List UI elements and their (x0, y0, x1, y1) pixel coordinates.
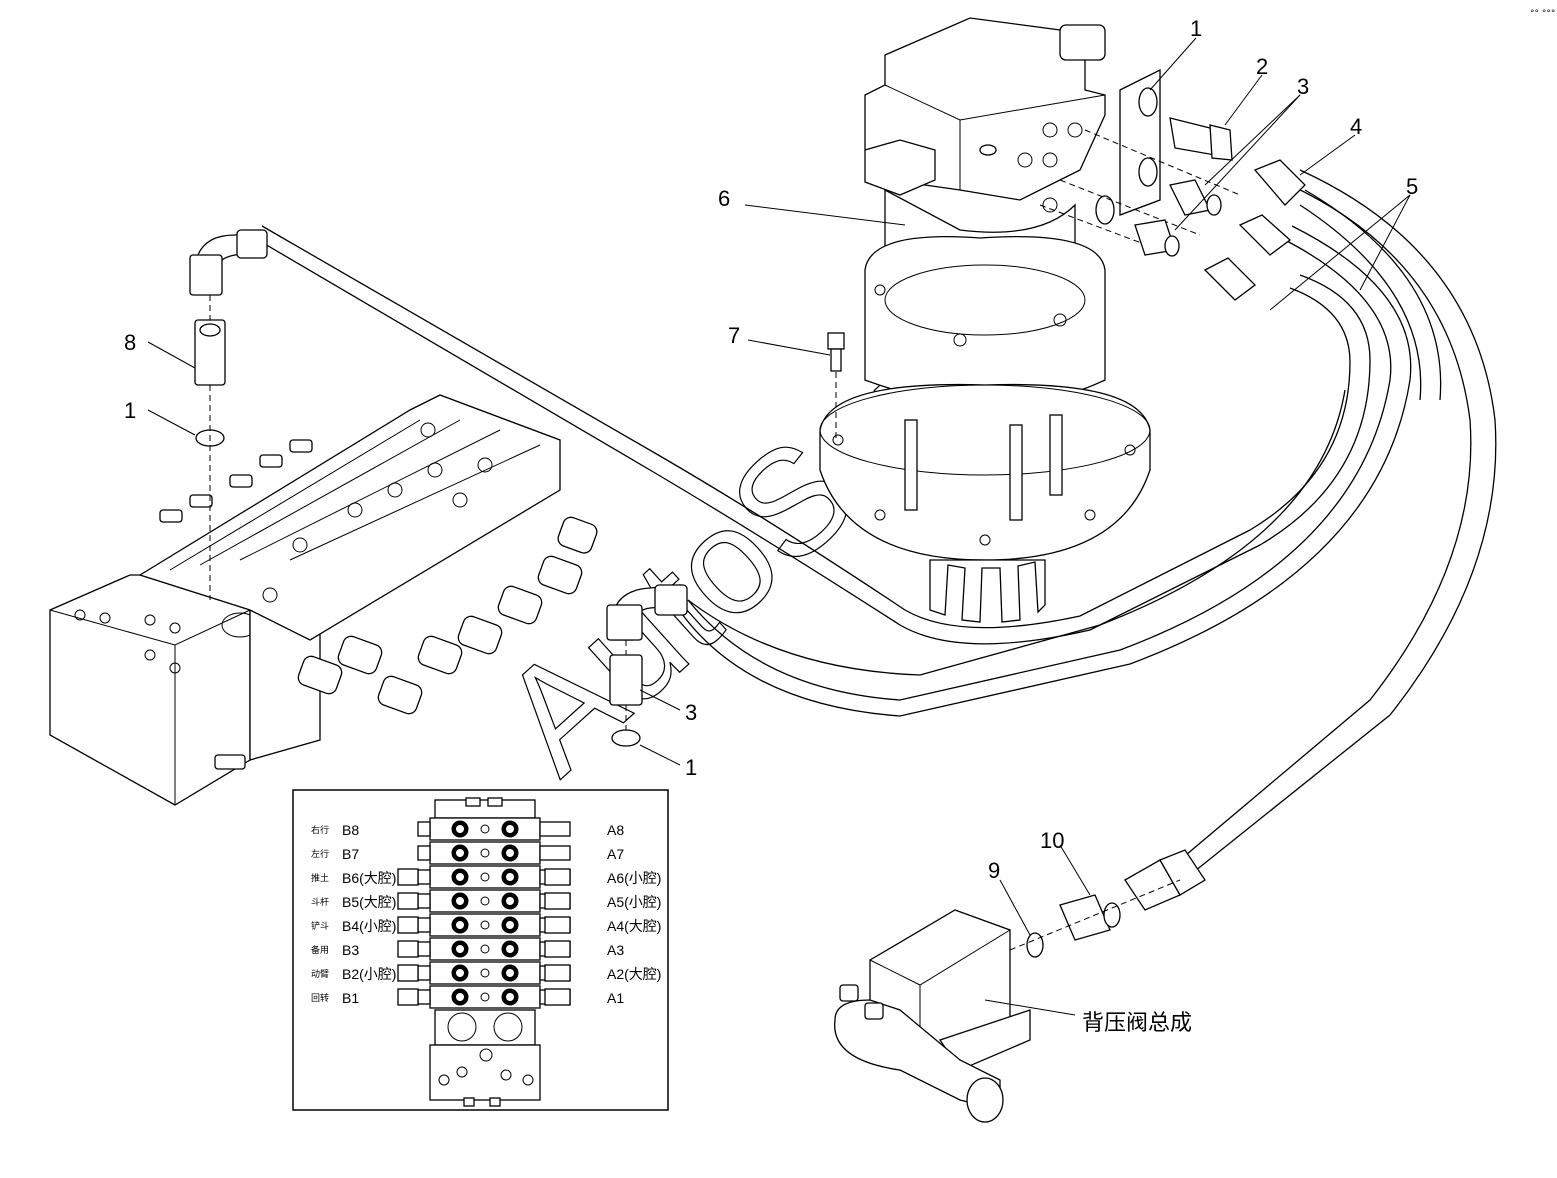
inset-cn-8: 右行 (311, 824, 329, 836)
back-pressure-valve (834, 849, 1206, 1123)
inset-valve-section (397, 937, 571, 961)
inset-valve-section (397, 985, 571, 1009)
inset-labels: 右行 B8 A8 左行 B7 A7 推土 B6(大腔) A6(小腔) 斗杆 B5… (311, 822, 661, 1006)
assembly-label: 背压阀总成 (1082, 1011, 1192, 1036)
callout-10: 10 (1040, 828, 1064, 853)
inset-a3: A3 (607, 942, 624, 958)
inset-a8: A8 (607, 822, 624, 838)
inset-valve-section (417, 841, 571, 865)
elbow-adapter-3 (606, 584, 688, 747)
callout-7: 7 (728, 323, 740, 348)
spool-ends (297, 516, 598, 715)
callout-2: 2 (1256, 54, 1268, 79)
inset-b8: B8 (342, 822, 359, 838)
callout-3: 3 (1297, 74, 1309, 99)
inset-a4: A4(大腔) (607, 918, 661, 934)
inset-a7: A7 (607, 846, 624, 862)
motor-port-fittings (1039, 68, 1306, 301)
inset-valve-section (397, 913, 571, 937)
callout-3-lower: 3 (685, 700, 697, 725)
hose-loop-5a (681, 225, 1412, 717)
inset-b7: B7 (342, 846, 359, 862)
inset-b1: B1 (342, 990, 359, 1006)
inset-b2: B2(小腔) (342, 966, 396, 982)
inset-cn-6: 推土 (311, 872, 329, 884)
inset-cn-3: 备用 (311, 944, 329, 956)
callout-8: 8 (124, 330, 136, 355)
swing-motor (819, 17, 1151, 623)
inset-b3: B3 (342, 942, 359, 958)
callout-9: 9 (988, 858, 1000, 883)
inset-valve-section (397, 865, 571, 889)
inset-cn-2: 动臂 (311, 968, 329, 980)
hose-to-backpressure (1179, 169, 1497, 876)
inset-cn-7: 左行 (311, 848, 329, 860)
inset-valve-section (397, 889, 571, 913)
elbow-adapter-8 (189, 229, 268, 600)
bolt-7 (827, 332, 845, 440)
inset-b5: B5(大腔) (342, 894, 396, 910)
callout-labels: 1 2 3 4 5 6 7 8 1 3 1 9 10 (124, 16, 1418, 883)
inset-a6: A6(小腔) (607, 870, 661, 886)
inset-cn-1: 回转 (311, 992, 329, 1004)
callout-1-lower: 1 (685, 755, 697, 780)
callout-6: 6 (718, 186, 730, 211)
valve-port-inset (292, 789, 669, 1111)
inset-b4: B4(小腔) (342, 918, 396, 934)
inset-a2: A2(大腔) (607, 966, 661, 982)
callout-1-left: 1 (124, 398, 136, 423)
inset-cn-5: 斗杆 (311, 896, 329, 908)
inset-a5: A5(小腔) (607, 894, 661, 910)
inset-valve-section (417, 817, 571, 841)
callout-5: 5 (1406, 174, 1418, 199)
callout-4: 4 (1350, 114, 1362, 139)
inset-valve-section (397, 961, 571, 985)
inset-b6: B6(大腔) (342, 870, 396, 886)
inset-cn-4: 铲斗 (311, 920, 329, 932)
inset-a1: A1 (607, 990, 624, 1006)
callout-1: 1 (1190, 16, 1202, 41)
leader-lines (147, 37, 1411, 1016)
corner-mark: °° °°° (1530, 9, 1555, 19)
control-valve (49, 394, 598, 806)
